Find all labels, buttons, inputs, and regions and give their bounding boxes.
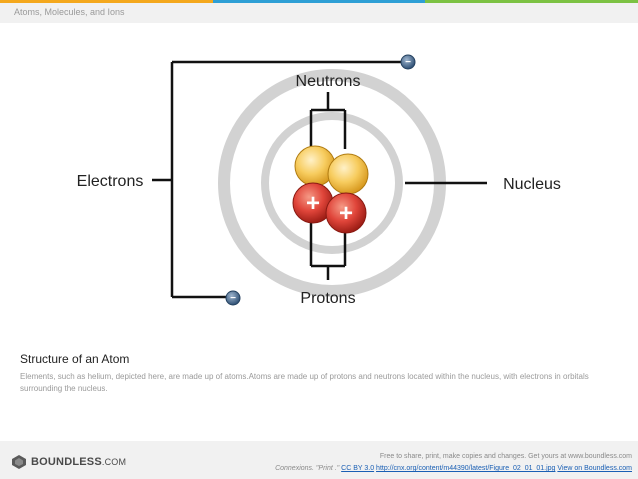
license-link[interactable]: CC BY 3.0 [341, 465, 375, 472]
view-on-boundless-link[interactable]: View on Boundless.com [557, 465, 632, 472]
electrons-bracket [152, 60, 401, 299]
boundless-logo[interactable]: BOUNDLESS.COM [12, 455, 126, 469]
electron-particle [400, 54, 416, 70]
nucleus: + + [292, 145, 369, 234]
protons-label: Protons [300, 290, 355, 307]
proton-plus-symbol: + [339, 200, 353, 227]
top-bar: Atoms, Molecules, and Ions [0, 0, 638, 23]
accent-stripe-blue [213, 0, 425, 3]
neutrons-label: Neutrons [296, 73, 361, 90]
inner-orbit [261, 112, 403, 254]
caption-title: Structure of an Atom [20, 352, 130, 366]
electron-particle [225, 290, 241, 306]
footer: BOUNDLESS.COM Free to share, print, make… [0, 441, 638, 479]
slide-section-title: Atoms, Molecules, and Ions [14, 7, 125, 17]
logo-brand: BOUNDLESS [31, 456, 102, 468]
source-url-link[interactable]: http://cnx.org/content/m44390/latest/Fig… [376, 465, 556, 472]
electrons-label: Electrons [77, 173, 144, 190]
proton-plus-symbol: + [306, 190, 320, 217]
logo-domain: .COM [101, 457, 127, 467]
proton-particle [325, 192, 367, 234]
neutron-particle [327, 153, 369, 195]
attribution-line: Connexions. "Print ." CC BY 3.0 http://c… [275, 465, 632, 472]
accent-stripe-orange [0, 0, 213, 3]
boundless-logo-text: BOUNDLESS.COM [31, 456, 126, 468]
nucleus-label: Nucleus [503, 176, 561, 193]
attribution-source: Connexions. "Print ." [275, 465, 340, 472]
share-notice: Free to share, print, make copies and ch… [379, 453, 632, 460]
boundless-logo-icon [12, 455, 26, 469]
electron-minus-symbol: − [405, 57, 411, 68]
accent-stripe-green [425, 0, 638, 3]
electron-minus-symbol: − [230, 293, 236, 304]
neutrons-bracket [309, 92, 347, 149]
atom-diagram: + + − − Neutrons Electrons Nucleus Proto… [77, 54, 561, 307]
caption-body: Elements, such as helium, depicted here,… [20, 372, 589, 393]
